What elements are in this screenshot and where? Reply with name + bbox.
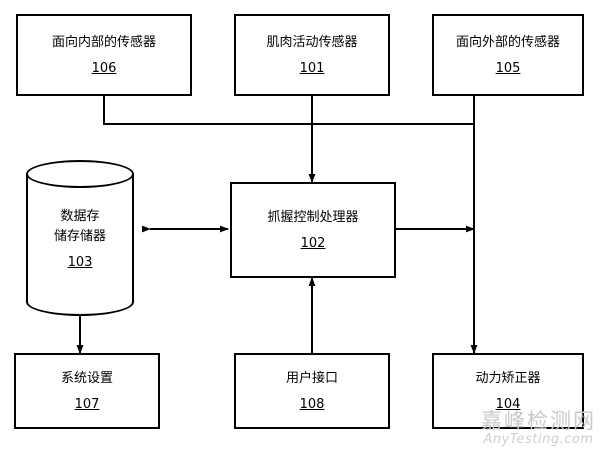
node-ref: 104	[495, 397, 521, 412]
node-ref: 103	[67, 254, 93, 270]
node-outward-facing-sensor[interactable]: 面向外部的传感器 105	[432, 14, 584, 96]
node-label: 肌肉活动传感器	[266, 35, 358, 50]
node-ref: 102	[300, 236, 326, 251]
node-ref: 108	[299, 397, 325, 412]
node-data-storage-memory[interactable]: 数据存 储存储器 103	[26, 160, 134, 316]
node-label: 数据存 储存储器	[53, 208, 106, 244]
watermark-line-2: AnyTesting.com	[483, 432, 594, 447]
node-label: 用户接口	[285, 371, 338, 386]
edge-106-to-102	[103, 96, 474, 125]
node-ref: 101	[299, 61, 325, 76]
node-ref: 107	[74, 397, 100, 412]
node-label: 抓握控制处理器	[267, 210, 359, 225]
node-powered-orthosis[interactable]: 动力矫正器 104	[432, 353, 584, 429]
node-label: 系统设置	[60, 371, 113, 386]
node-inward-facing-sensor[interactable]: 面向内部的传感器 106	[16, 14, 192, 96]
node-ref: 105	[495, 61, 521, 76]
cylinder-body	[26, 174, 134, 302]
watermark-line-1: 嘉峰检测网	[481, 409, 596, 433]
watermark: 嘉峰检测网 AnyTesting.com	[481, 410, 596, 447]
node-user-interface[interactable]: 用户接口 108	[234, 353, 390, 429]
node-ref: 106	[91, 61, 117, 76]
node-system-settings[interactable]: 系统设置 107	[14, 353, 160, 429]
node-label: 动力矫正器	[475, 371, 541, 386]
node-label: 面向内部的传感器	[51, 35, 156, 50]
node-muscle-activity-sensor[interactable]: 肌肉活动传感器 101	[234, 14, 390, 96]
node-grasp-control-processor[interactable]: 抓握控制处理器 102	[230, 182, 396, 278]
node-label: 面向外部的传感器	[455, 35, 560, 50]
cylinder-top	[26, 160, 134, 188]
